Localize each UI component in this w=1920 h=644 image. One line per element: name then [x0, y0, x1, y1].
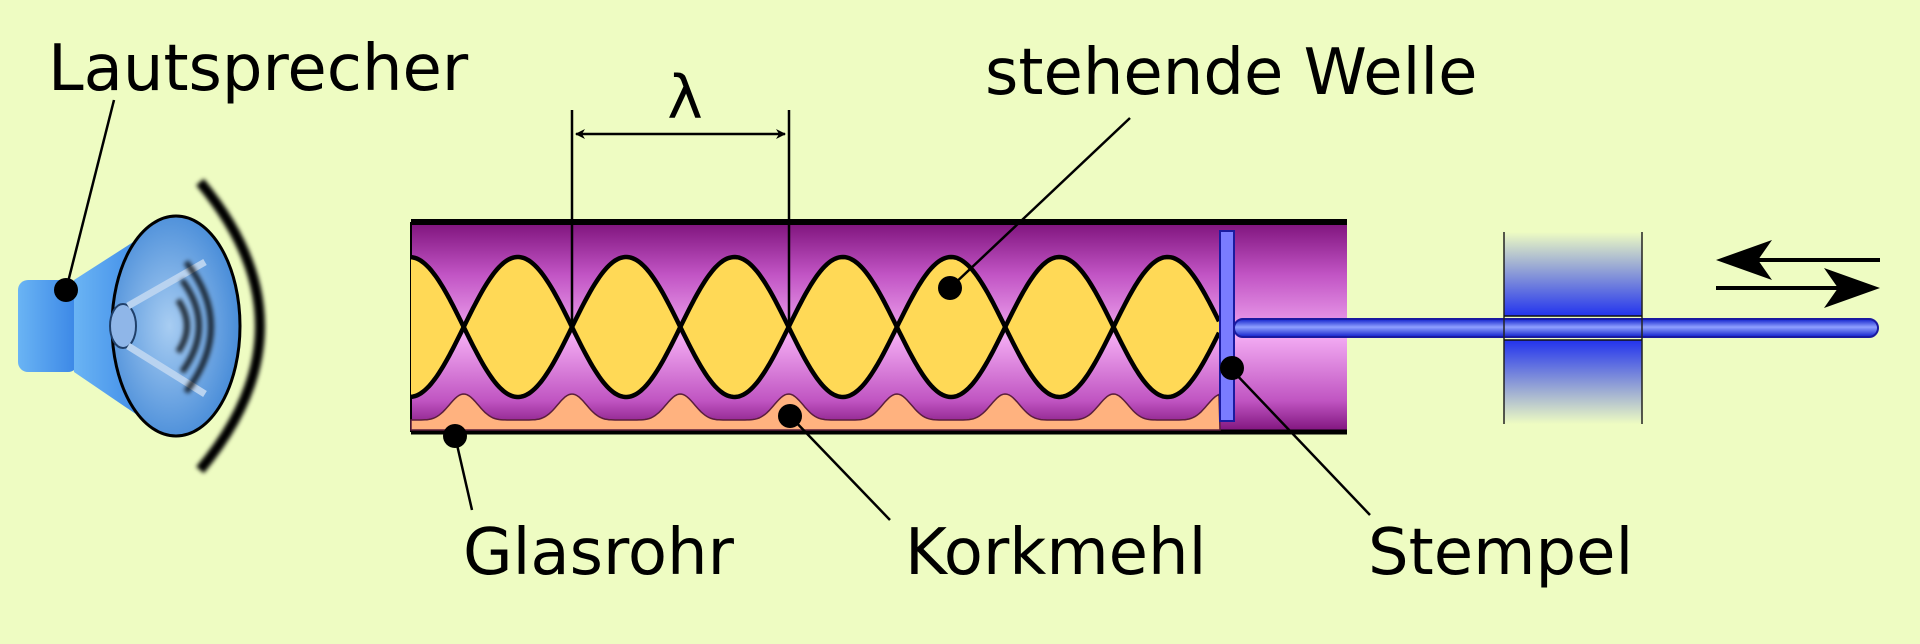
label-leaders [64, 99, 1371, 521]
piston-label: Stempel [1368, 516, 1633, 590]
double-arrow-left-right-icon [1716, 240, 1880, 308]
speaker-label: Lautsprecher [48, 32, 469, 106]
wavelength-marker [570, 110, 791, 322]
standing-wave [410, 254, 1222, 400]
cork-powder-label: Korkmehl [905, 516, 1206, 590]
label-dots [54, 276, 1244, 448]
cork-powder [410, 393, 1221, 431]
wavelength-label: λ [667, 63, 703, 133]
speaker-icon [18, 178, 265, 474]
tube-label: Glasrohr [463, 516, 735, 590]
piston-guide [1503, 232, 1643, 424]
standing-wave-label: stehende Welle [985, 36, 1478, 110]
